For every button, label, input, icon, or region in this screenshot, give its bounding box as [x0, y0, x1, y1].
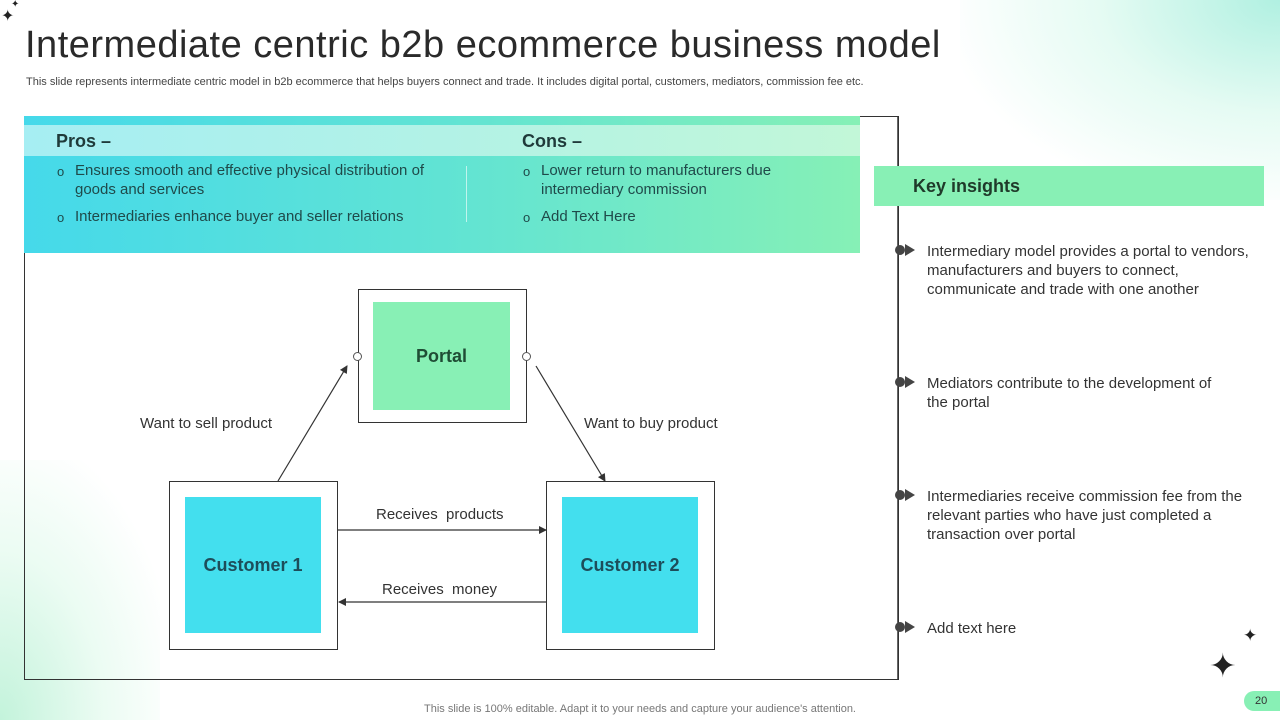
label-want-to-sell: Want to sell product — [140, 415, 273, 432]
bullet-arrow-icon — [895, 489, 917, 501]
cons-item: o Lower return to manufacturers due inte… — [523, 161, 823, 199]
pros-list: o Ensures smooth and effective physical … — [57, 161, 437, 234]
portal-connector-left — [353, 352, 362, 361]
customer2-label: Customer 2 — [562, 497, 698, 633]
pros-item-text: Intermediaries enhance buyer and seller … — [75, 208, 404, 225]
footer-note: This slide is 100% editable. Adapt it to… — [424, 703, 856, 715]
cons-item-text: Add Text Here — [541, 208, 636, 225]
bullet-icon: o — [57, 210, 65, 225]
cons-heading: Cons – — [522, 131, 583, 151]
sparkle-icon: ✦ — [1, 8, 15, 25]
label-want-to-buy: Want to buy product — [584, 415, 718, 432]
pros-cons-divider — [466, 166, 467, 222]
slide-subtitle: This slide represents intermediate centr… — [26, 76, 864, 88]
sparkle-icon: ✦ — [11, 0, 20, 10]
pros-item-text: Ensures smooth and effective physical di… — [75, 162, 425, 198]
cons-item-text: Lower return to manufacturers due interm… — [541, 162, 772, 198]
bullet-icon: o — [523, 164, 531, 179]
insight-text: Mediators contribute to the development … — [927, 375, 1212, 411]
bullet-icon: o — [523, 210, 531, 225]
insight-text: Add text here — [927, 620, 1017, 637]
pros-item: o Intermediaries enhance buyer and selle… — [57, 207, 437, 226]
pros-cons-header-band — [24, 125, 860, 156]
customer1-label: Customer 1 — [185, 497, 321, 633]
bullet-arrow-icon — [895, 376, 917, 388]
pros-cons-panel: Pros – Cons – o Ensures smooth and effec… — [24, 116, 860, 253]
pros-item: o Ensures smooth and effective physical … — [57, 161, 437, 199]
sparkle-icon: ✦ — [1209, 647, 1237, 684]
key-insights-header: Key insights — [874, 166, 1264, 206]
page-number: 20 — [1244, 691, 1280, 711]
portal-label: Portal — [373, 302, 510, 410]
slide-title: Intermediate centric b2b ecommerce busin… — [25, 24, 941, 66]
cons-item: o Add Text Here — [523, 207, 823, 226]
bullet-arrow-icon — [895, 621, 917, 633]
bullet-arrow-icon — [895, 244, 917, 256]
cons-list: o Lower return to manufacturers due inte… — [523, 161, 823, 234]
insight-text: Intermediary model provides a portal to … — [927, 243, 1249, 298]
insight-text: Intermediaries receive commission fee fr… — [927, 488, 1243, 543]
portal-connector-right — [522, 352, 531, 361]
label-receives-products: Receives products — [376, 506, 504, 523]
pros-heading: Pros – — [56, 131, 112, 151]
bullet-icon: o — [57, 164, 65, 179]
sparkle-icon: ✦ — [1243, 626, 1258, 645]
label-receives-money: Receives money — [382, 581, 498, 598]
key-insights-title: Key insights — [913, 176, 1021, 196]
